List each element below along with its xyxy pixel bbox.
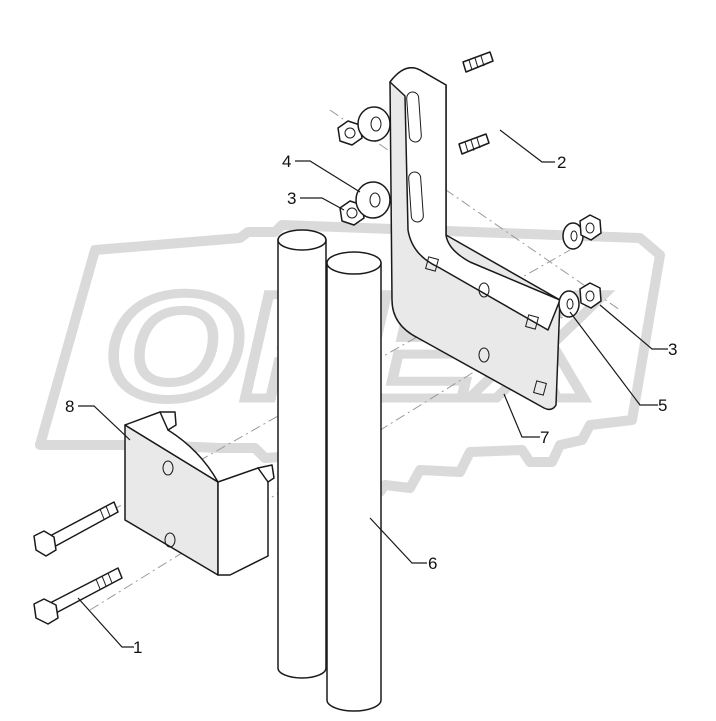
callout-6: 6	[428, 554, 437, 573]
leader-4	[295, 160, 361, 193]
callout-8: 8	[65, 397, 74, 416]
u-bolt	[458, 23, 556, 155]
callout-1: 1	[133, 638, 142, 657]
mounting-bracket	[389, 67, 561, 411]
callout-4: 4	[282, 152, 291, 171]
callout-5: 5	[658, 396, 667, 415]
hex-bolt-lower	[33, 567, 123, 625]
leader-3-right	[599, 304, 668, 350]
leader-lines	[77, 129, 668, 648]
callout-3-right: 3	[668, 340, 677, 359]
tube-front	[326, 251, 382, 712]
callout-7: 7	[540, 428, 549, 447]
washer-top	[357, 106, 391, 142]
washer-left	[355, 181, 391, 219]
callout-2: 2	[557, 153, 566, 172]
leader-3-left	[300, 197, 345, 211]
leader-1	[77, 597, 134, 648]
tube-rear	[277, 229, 327, 679]
leader-2	[499, 129, 555, 163]
leader-5	[569, 311, 658, 406]
clamp-bracket	[124, 411, 275, 576]
callout-labels: 1 2 3 3 4 5 6 7 8	[65, 152, 677, 657]
hex-nut-top	[337, 120, 363, 146]
hex-bolt-upper	[33, 501, 119, 557]
callout-3-left: 3	[287, 189, 296, 208]
leader-8	[78, 405, 131, 441]
hex-nut-right-lower	[579, 282, 602, 309]
hex-nut-right-upper	[579, 214, 602, 241]
leader-6	[369, 517, 427, 564]
leader-7	[503, 393, 540, 438]
washer-right-lower	[558, 290, 580, 318]
